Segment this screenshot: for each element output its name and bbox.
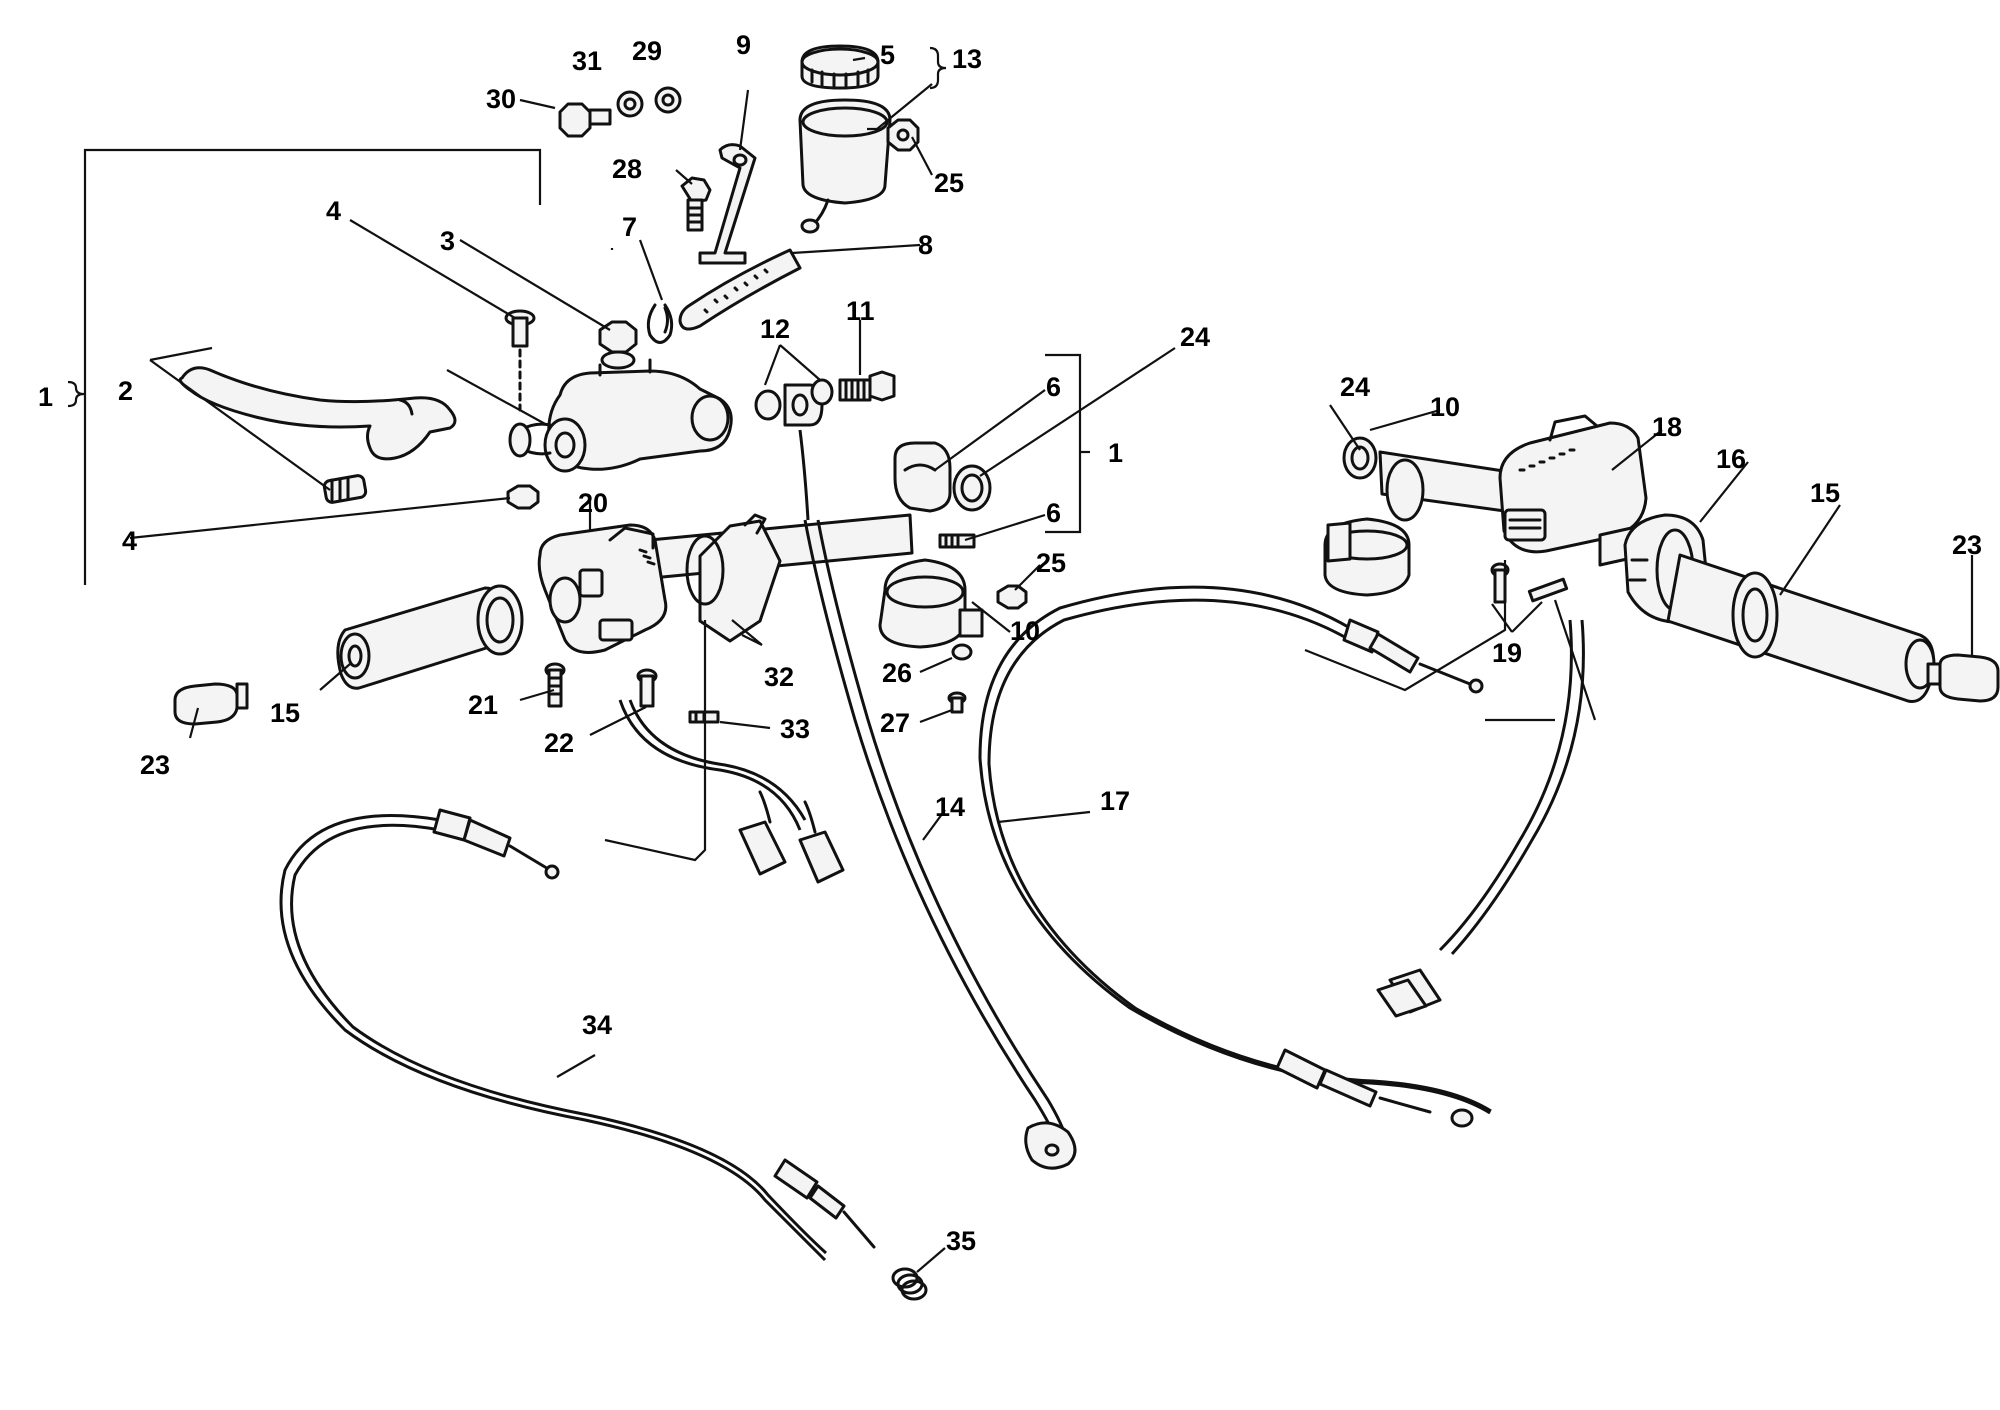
callout-25-mid: 25 [1036,548,1066,578]
right-switch-wiring [1376,619,1585,1018]
switch-screws-19 [1490,562,1569,604]
callout-28: 28 [612,154,642,184]
hose-clip [646,303,674,344]
callout-35: 35 [946,1226,976,1256]
adjuster-screw [322,474,368,504]
rubber-bush-24-left [952,464,992,512]
switch-screw-21 [544,662,566,708]
bracket-screw [680,176,712,232]
brake-lever [178,366,457,461]
callout-31: 31 [572,46,602,76]
callout-8: 8 [918,230,933,260]
throttle-drum [685,513,782,643]
callout-13: 13 [952,44,982,74]
handlebar-clamp-right [1323,517,1411,597]
callout-9: 9 [736,30,751,60]
left-grip [336,584,524,690]
washer-31 [616,90,644,118]
banjo-bolt [598,320,638,370]
left-switch-housing [537,523,668,654]
reservoir-bolt [558,102,612,138]
callout-1-left: 1 [38,382,53,412]
callout-34: 34 [582,1010,612,1040]
brake-line-14 [803,519,1077,1170]
callout-7: 7 [622,212,637,242]
callout-4-top: 4 [326,196,341,226]
handlebar-clamp-lower [878,558,984,649]
reservoir-bracket [929,46,947,90]
callout-labels: 1 2 3 4 4 5 6 6 7 8 9 10 10 11 12 13 14 … [38,30,1982,1256]
callout-17: 17 [1100,786,1130,816]
callout-29: 29 [632,36,662,66]
right-grip [1666,553,1936,703]
washer-29 [654,86,682,114]
pivot-pin [504,309,536,412]
brake-master-cylinder [508,358,733,473]
callout-11: 11 [846,296,875,326]
callout-3: 3 [440,226,455,256]
callout-30: 30 [486,84,516,114]
callout-24-right: 24 [1180,322,1210,352]
callout-27: 27 [880,708,910,738]
reservoir-cap [800,44,880,90]
callout-16: 16 [1716,444,1746,474]
reservoir-mount-bracket [698,143,757,265]
callout-4-bottom: 4 [122,526,137,556]
handlebar-left-tube [648,513,914,580]
callout-18: 18 [1652,412,1682,442]
callout-26: 26 [882,658,912,688]
callout-1-right: 1 [1108,438,1123,468]
leader-lines [129,56,1974,1273]
callout-25-top: 25 [934,168,964,198]
callout-14: 14 [935,792,965,822]
assembly-bracket-right [1045,353,1090,534]
callout-20: 20 [578,488,608,518]
reservoir-nut [886,118,920,152]
alignment-lines [604,560,1597,862]
callout-2: 2 [118,376,133,406]
callout-24-left: 24 [1340,372,1370,402]
callout-32: 32 [764,662,794,692]
bar-end-weight-right [1926,653,2000,703]
brake-line-top [798,429,810,521]
callout-6-top: 6 [1046,372,1061,402]
callout-33: 33 [780,714,810,744]
callout-21: 21 [468,690,498,720]
handlebar-clamp-upper [893,441,952,513]
switch-screw-22 [636,668,658,708]
fluid-reservoir [798,98,892,234]
callout-15-right: 15 [1810,478,1840,508]
callout-12: 12 [760,314,790,344]
callout-19: 19 [1492,638,1522,668]
rubber-bush-24-right [1342,436,1378,480]
assembly-bracket-left [67,148,542,585]
callout-5: 5 [880,40,895,70]
washer-26 [951,643,973,661]
banjo-fitting [754,378,834,427]
nut-25-mid [996,584,1028,610]
callout-6-bottom: 6 [1046,498,1061,528]
clamp-bolt-6 [938,533,976,549]
throttle-cable-17 [978,585,1492,1128]
banjo-bolt-11 [838,370,896,402]
callout-10-left: 10 [1010,616,1040,646]
left-switch-wiring [618,699,845,884]
callout-23-left: 23 [140,750,170,780]
callout-15-left: 15 [270,698,300,728]
callout-23-right: 23 [1952,530,1982,560]
choke-cable-34 [279,808,876,1262]
pivot-nut [506,484,540,510]
bar-end-weight-left [173,682,249,726]
reservoir-hose [678,248,802,331]
callout-10-right: 10 [1430,392,1460,422]
screw-27 [947,691,967,714]
handlebar-right-tube [1378,450,1514,522]
spring-35 [891,1267,928,1301]
callout-22: 22 [544,728,574,758]
